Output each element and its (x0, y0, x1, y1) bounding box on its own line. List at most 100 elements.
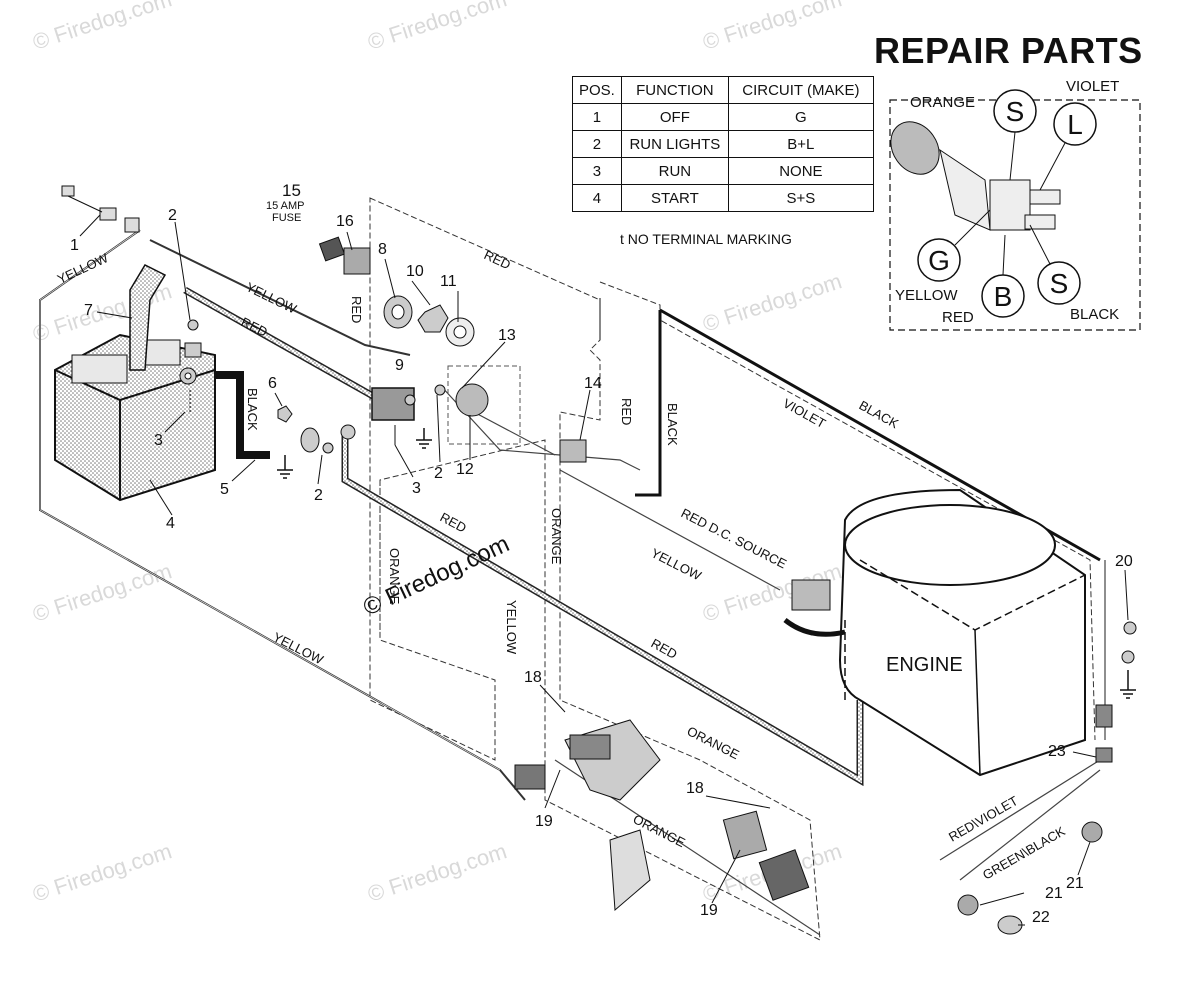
part-number: 12 (456, 461, 474, 478)
table-header: FUNCTION (620, 76, 729, 104)
page-title: REPAIR PARTS (874, 30, 1143, 71)
part-number: 21 (1066, 875, 1084, 892)
part-number: 19 (535, 813, 553, 830)
part-number: 2 (314, 487, 323, 504)
yellow-wire-to-switch (149, 239, 411, 356)
table-cell: 2 (572, 130, 622, 158)
part-number: 2 (434, 465, 443, 482)
table-cell: S+S (727, 184, 874, 212)
part-leaders (79, 214, 1129, 926)
fuse-label: 15 AMP (266, 200, 305, 212)
table-header: CIRCUIT (MAKE) (727, 76, 874, 104)
terminal-label-orange: ORANGE (910, 94, 975, 111)
fuse-holder (343, 247, 371, 275)
table-row: 1 OFF G (572, 103, 874, 131)
part-number: 3 (154, 432, 163, 449)
interlock-switch (514, 719, 810, 912)
table-cell: 4 (572, 184, 622, 212)
part-number: 19 (700, 902, 718, 919)
ignition-switch-box (447, 365, 521, 445)
terminal-g: G (928, 245, 950, 276)
terminal-s-top: S (1006, 96, 1025, 127)
terminal-b: B (994, 281, 1013, 312)
bolts (179, 319, 1137, 664)
chassis-panels (369, 197, 1096, 941)
wire-label: YELLOW (55, 250, 111, 287)
part-number: 8 (378, 241, 387, 258)
part-number: 6 (268, 375, 277, 392)
connector-23 (1095, 704, 1113, 728)
terminal-l: L (1067, 109, 1083, 140)
engine (838, 488, 1086, 777)
terminal-label-red: RED (942, 309, 974, 326)
wire-label: YELLOW (504, 600, 519, 655)
part-number: 16 (336, 213, 354, 230)
table-row: 3 RUN NONE (572, 157, 874, 185)
terminal-note: t NO TERMINAL MARKING (620, 231, 792, 247)
part-number: 2 (168, 207, 177, 224)
black-ground-cable (205, 371, 270, 459)
wire-label: RED\VIOLET (946, 793, 1020, 845)
part-number: 20 (1115, 553, 1133, 570)
wire-label: ORANGE (387, 548, 402, 605)
terminal-label-violet: VIOLET (1066, 78, 1119, 95)
terminal-label-yellow: YELLOW (895, 287, 958, 304)
terminal-label-black: BLACK (1070, 306, 1119, 323)
part-number: 13 (498, 327, 516, 344)
table-cell: 3 (572, 157, 622, 185)
battery-terminal-boot (129, 264, 167, 371)
wire-label: RED D.C. SOURCE (679, 505, 790, 571)
terminal-leaders (954, 131, 1066, 276)
table-cell: G (727, 103, 874, 131)
part-number: 9 (395, 357, 404, 374)
table-header-row: POS. FUNCTION CIRCUIT (MAKE) (572, 76, 874, 104)
terminal-s-bottom: S (1050, 268, 1069, 299)
part-number: 23 (1048, 743, 1066, 760)
table-cell: OFF (620, 103, 729, 131)
switch-hardware (383, 295, 475, 347)
wire-label: ORANGE (685, 723, 742, 762)
part-number: 18 (686, 780, 704, 797)
part-number: 3 (412, 480, 421, 497)
connector-23b (1095, 747, 1113, 763)
violet-black-band (635, 310, 662, 497)
ignition-switch (455, 383, 489, 417)
main-watermark: © Firedog.com (359, 530, 513, 621)
part-number: 21 (1045, 885, 1063, 902)
table-cell: B+L (727, 130, 874, 158)
wire-label: GREEN\BLACK (980, 823, 1068, 882)
terminal-circles (917, 89, 1097, 318)
part-number: 22 (1032, 909, 1050, 926)
connector-14 (559, 439, 587, 463)
part-number: 10 (406, 263, 424, 280)
part-number: 4 (166, 515, 175, 532)
wire-label: RED (482, 247, 513, 272)
wire-label: ORANGE (549, 508, 564, 565)
headlight-sockets (957, 821, 1103, 935)
key-switch (890, 121, 1061, 231)
table-cell: RUN (620, 157, 729, 185)
table-cell: START (620, 184, 729, 212)
table-row: 2 RUN LIGHTS B+L (572, 130, 874, 158)
wire-label: YELLOW (271, 629, 327, 667)
wire-label: BLACK (245, 388, 260, 431)
ground-symbol (277, 428, 1136, 699)
part-number: 1 (70, 237, 79, 254)
table-header: POS. (572, 76, 622, 104)
part-number: 7 (84, 302, 93, 319)
table-cell: 1 (572, 103, 622, 131)
switch-position-table: POS. FUNCTION CIRCUIT (MAKE) 1 OFF G 2 R… (572, 76, 874, 212)
fuse (318, 236, 346, 262)
wire-label: YELLOW (649, 545, 705, 583)
part-number: 14 (584, 375, 602, 392)
table-row: 4 START S+S (572, 184, 874, 212)
engine-connector (791, 579, 831, 611)
part-number: 5 (220, 481, 229, 498)
wire-label: YELLOW (244, 279, 300, 317)
wire-label: RED (438, 509, 469, 535)
part-number: 11 (440, 273, 457, 290)
table-cell: NONE (727, 157, 874, 185)
table-cell: RUN LIGHTS (620, 130, 729, 158)
part-number: 15 (282, 181, 301, 200)
